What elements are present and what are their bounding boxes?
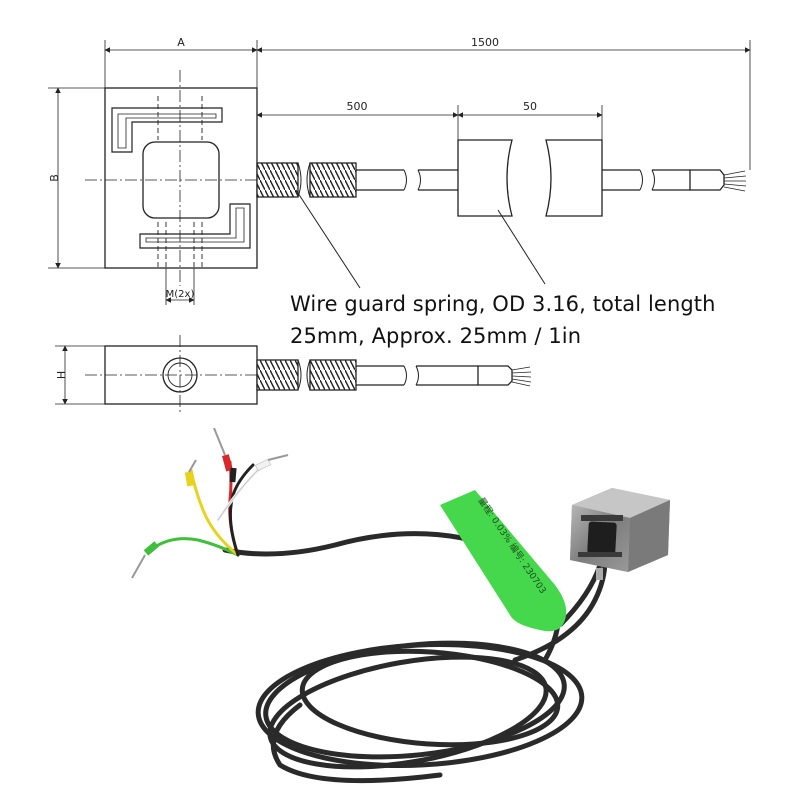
sensor-photo bbox=[570, 488, 670, 580]
wire-ferrules bbox=[131, 427, 289, 579]
side-spring-guard-1 bbox=[256, 359, 299, 391]
cable-sleeve bbox=[689, 169, 725, 191]
dim-height-label: B bbox=[48, 174, 61, 182]
side-spring-guard-2 bbox=[309, 359, 357, 391]
callout-line-2: 25mm, Approx. 25mm / 1in bbox=[290, 324, 582, 348]
front-view-drawing bbox=[48, 40, 751, 305]
s-slot-lower bbox=[139, 203, 251, 249]
green-label bbox=[440, 490, 567, 632]
callout-line-1: Wire guard spring, OD 3.16, total length bbox=[290, 292, 716, 316]
callout-leader-2 bbox=[497, 209, 546, 285]
side-view-drawing bbox=[55, 335, 532, 415]
dim-end-length: 50 bbox=[523, 100, 537, 113]
sensor-cable bbox=[558, 564, 603, 627]
coiled-cable bbox=[255, 557, 608, 784]
dim-thread-label: M(2x) bbox=[166, 289, 195, 300]
connector-box bbox=[457, 139, 513, 217]
dim-spring-length: 500 bbox=[347, 100, 368, 113]
product-photo: 量程: 0.03% 编号: 230703 bbox=[131, 427, 670, 784]
spring-guard-2 bbox=[309, 162, 357, 198]
wire-ends bbox=[151, 460, 260, 557]
dim-cable-length: 1500 bbox=[471, 36, 499, 49]
dim-thickness-label: H bbox=[55, 371, 68, 379]
sensor-body-outline bbox=[104, 87, 258, 269]
callout-caption: Wire guard spring, OD 3.16, total length… bbox=[290, 288, 770, 352]
callout-leader-1 bbox=[295, 189, 361, 289]
spring-guard-1 bbox=[256, 162, 299, 198]
s-slot-upper bbox=[111, 107, 223, 153]
center-window bbox=[142, 141, 220, 219]
dim-width-label: A bbox=[177, 36, 185, 49]
side-cable-sleeve bbox=[477, 365, 513, 386]
